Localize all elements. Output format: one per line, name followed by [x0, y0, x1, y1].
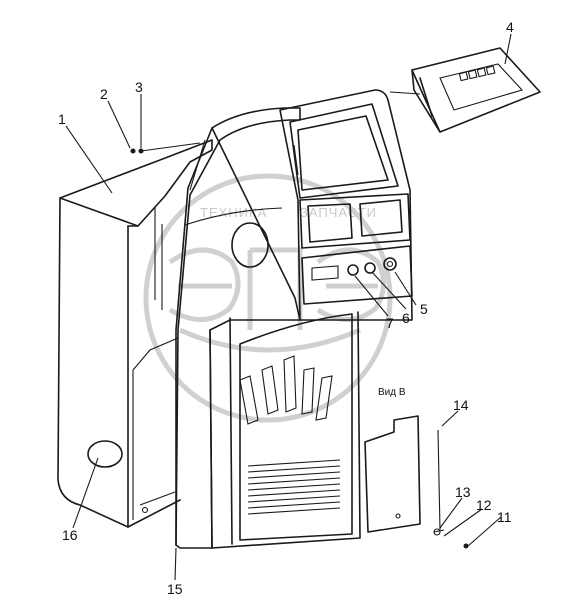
leader-lines — [65, 33, 512, 581]
callout-12: 12 — [476, 497, 492, 513]
callout-11: 11 — [497, 509, 512, 525]
callout-3: 3 — [135, 79, 143, 95]
callout-4: 4 — [506, 19, 514, 35]
callout-14: 14 — [453, 397, 469, 413]
callout-6: 6 — [402, 310, 410, 326]
side-panel-hole — [87, 440, 123, 468]
instrument-frame — [279, 89, 413, 321]
callout-16: 16 — [62, 527, 78, 543]
callouts: 1 2 3 4 5 6 7 11 12 13 14 15 16 — [58, 19, 514, 597]
callout-5: 5 — [420, 301, 428, 317]
watermark-text-right: ЗАПЧАСТИ — [300, 205, 377, 220]
console-round-opening — [231, 222, 269, 268]
watermark-logo: ТЕХНИКА ЗАПЧАСТИ — [143, 173, 393, 423]
display-unit — [389, 47, 541, 133]
side-panel — [57, 139, 213, 528]
view-label: Вид В — [378, 387, 406, 398]
switch-5 — [383, 257, 397, 271]
callout-13: 13 — [455, 484, 471, 500]
callout-2: 2 — [100, 86, 108, 102]
cover-plate: Вид В — [364, 387, 469, 549]
callout-15: 15 — [167, 581, 183, 597]
switch-6 — [364, 262, 376, 274]
callout-7: 7 — [386, 315, 394, 331]
switch-7 — [347, 264, 359, 276]
screws — [130, 142, 201, 154]
main-console — [175, 107, 361, 549]
callout-1: 1 — [58, 111, 66, 127]
